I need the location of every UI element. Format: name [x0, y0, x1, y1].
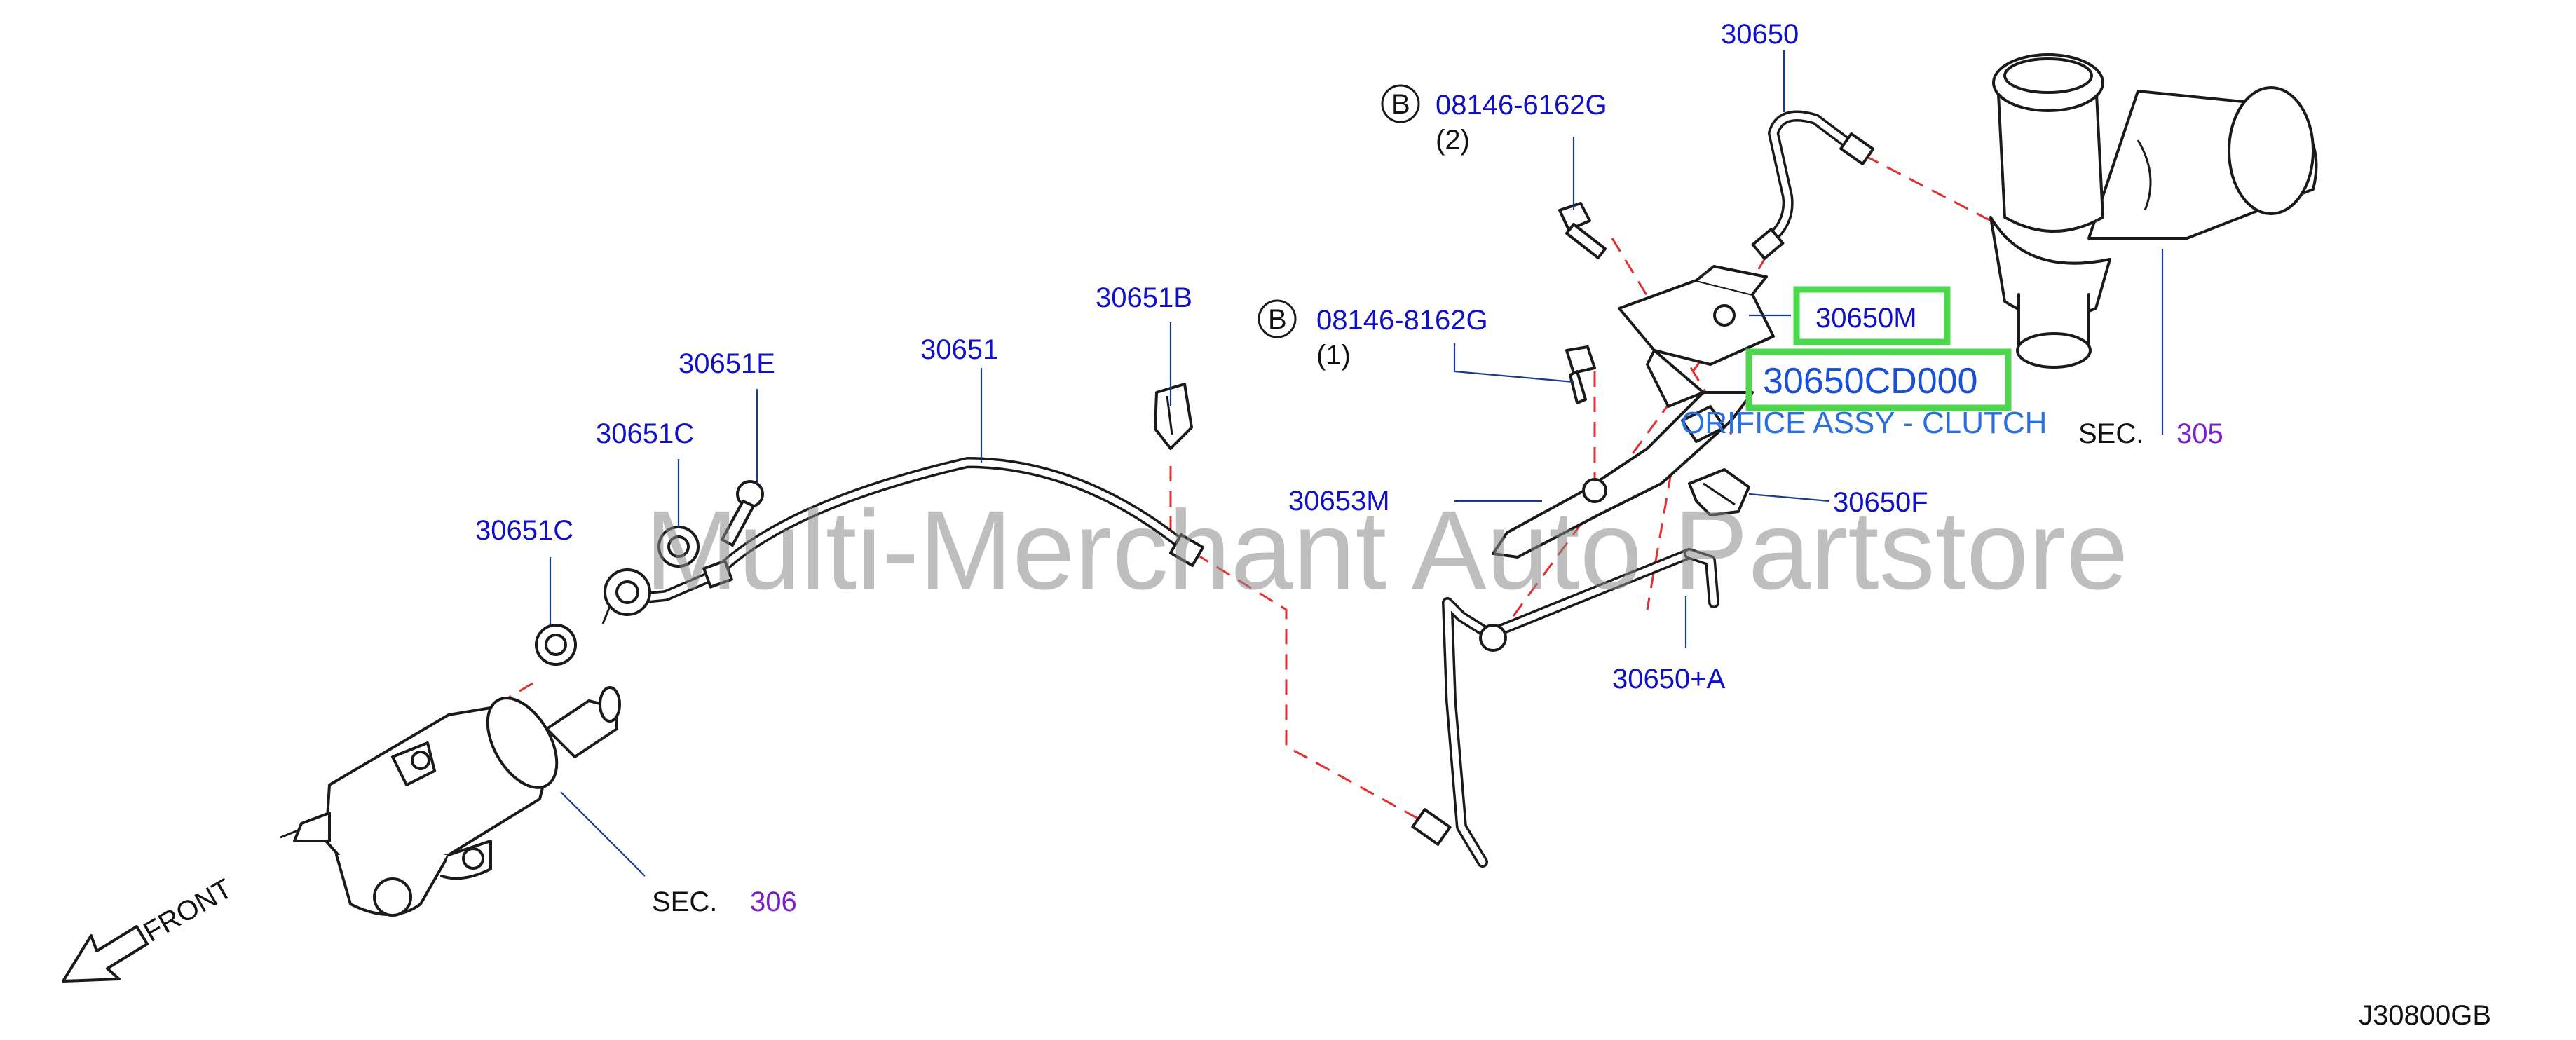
- label-qty-lower: (1): [1316, 340, 1351, 371]
- bolt-marker-circle-lower: [1258, 299, 1297, 338]
- highlight-box-30650M: [1793, 286, 1951, 345]
- label-qty-upper: (2): [1436, 125, 1470, 156]
- bolt-marker-circle-upper: [1381, 84, 1420, 123]
- label-30651E: 30651E: [679, 348, 775, 379]
- leader-lines: [549, 50, 2164, 877]
- label-30650M[interactable]: 30650M: [1815, 303, 1917, 334]
- label-30651: 30651: [920, 334, 998, 365]
- label-30651B: 30651B: [1096, 282, 1192, 313]
- label-30650A: 30650+A: [1612, 664, 1726, 695]
- diagram-code: J30800GB: [2359, 1000, 2491, 1031]
- bolt-marker-lower: B: [1268, 304, 1287, 335]
- washer-30651C-upper-illustration: [657, 526, 700, 568]
- highlight-box-30650CD000: [1745, 348, 2012, 411]
- section-prefix-left: SEC.: [652, 887, 717, 917]
- hose-eye-illustration: [601, 568, 651, 624]
- label-30650: 30650: [1721, 19, 1799, 50]
- label-30651C-upper: 30651C: [596, 418, 694, 449]
- watermark: Multi-Merchant Auto Partstore: [645, 487, 2128, 613]
- label-30650CD000[interactable]: 30650CD000: [1763, 361, 1977, 402]
- section-number-305[interactable]: 305: [2176, 418, 2223, 449]
- label-30653M: 30653M: [1288, 486, 1390, 516]
- description-orifice-assy: ORIFICE ASSY - CLUTCH: [1681, 406, 2047, 440]
- master-cylinder-illustration: [1989, 53, 2318, 369]
- clip-30651B-illustration: [1154, 383, 1193, 450]
- tube-30650-illustration: [1751, 110, 1875, 260]
- bolt-lower-illustration: [1565, 345, 1596, 404]
- bleed-bolt-30651E-illustration: [721, 480, 764, 547]
- label-08146-8162G: 08146-8162G: [1316, 305, 1488, 336]
- clip-30650F-illustration: [1688, 468, 1750, 516]
- tube-30650A-illustration: [1411, 548, 1719, 868]
- orifice-bracket-illustration: [1492, 265, 1775, 559]
- label-08146-6162G: 08146-6162G: [1436, 90, 1607, 121]
- label-30651C-lower: 30651C: [475, 515, 573, 546]
- front-label: FRONT: [139, 873, 238, 948]
- front-indicator: FRONT: [62, 873, 238, 983]
- section-prefix-right: SEC.: [2078, 418, 2144, 449]
- bolt-lower-callout: B 08146-8162G (1): [1258, 299, 1488, 371]
- operating-cylinder-illustration: [280, 686, 621, 917]
- bolt-marker-upper: B: [1391, 89, 1410, 120]
- bolt-upper-illustration: [1558, 202, 1607, 259]
- label-30650F: 30650F: [1833, 487, 1928, 518]
- section-number-306[interactable]: 306: [750, 887, 797, 917]
- washer-30651C-lower-illustration: [535, 624, 577, 666]
- front-arrow-icon: [62, 925, 149, 983]
- bolt-upper-callout: B 08146-6162G (2): [1381, 84, 1607, 156]
